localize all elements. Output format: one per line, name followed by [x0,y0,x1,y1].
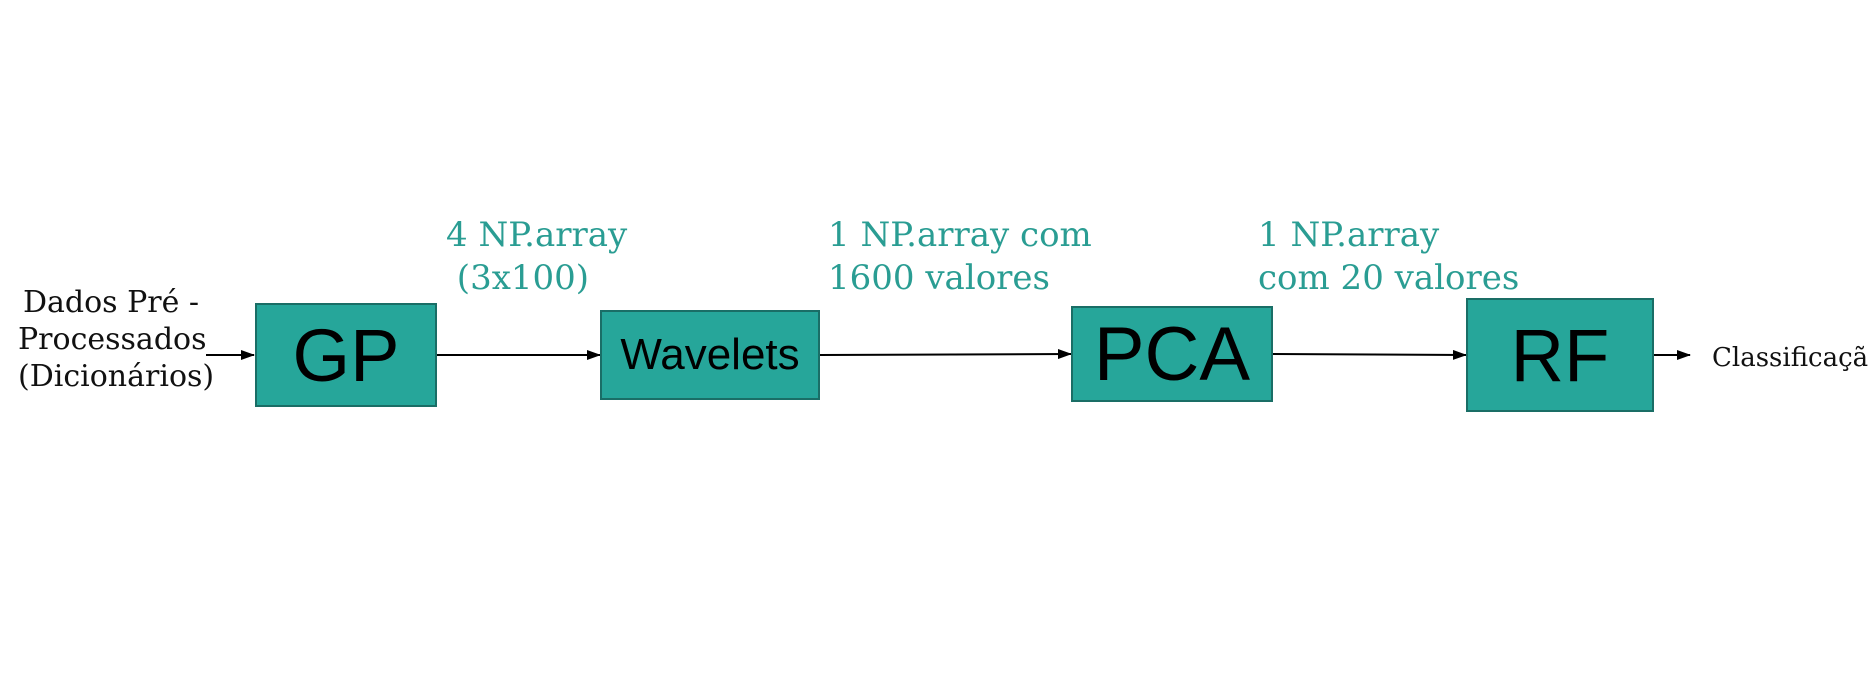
edge-label-pca-rf: 1 NP.array com 20 valores [1258,215,1520,298]
gp-block: GP [255,303,437,407]
rf-block: RF [1466,298,1654,412]
gp-block-label: GP [292,313,400,397]
pca-block-label: PCA [1093,311,1251,397]
rf-block-label: RF [1510,313,1610,397]
arrow-pca-to-rf [1272,349,1467,360]
pca-block: PCA [1071,306,1273,402]
edge-label-wavelets-pca: 1 NP.array com 1600 valores [828,215,1092,298]
arrow-wavelets-to-pca [819,349,1072,360]
output-label: Classificação [1712,343,1868,373]
wavelets-block: Wavelets [600,310,820,400]
edge-label-gp-wavelets: 4 NP.array (3x100) [446,215,628,298]
wavelets-block-label: Wavelets [620,330,800,379]
input-label: Dados Pré - Processados (Dicionários) [18,285,215,394]
